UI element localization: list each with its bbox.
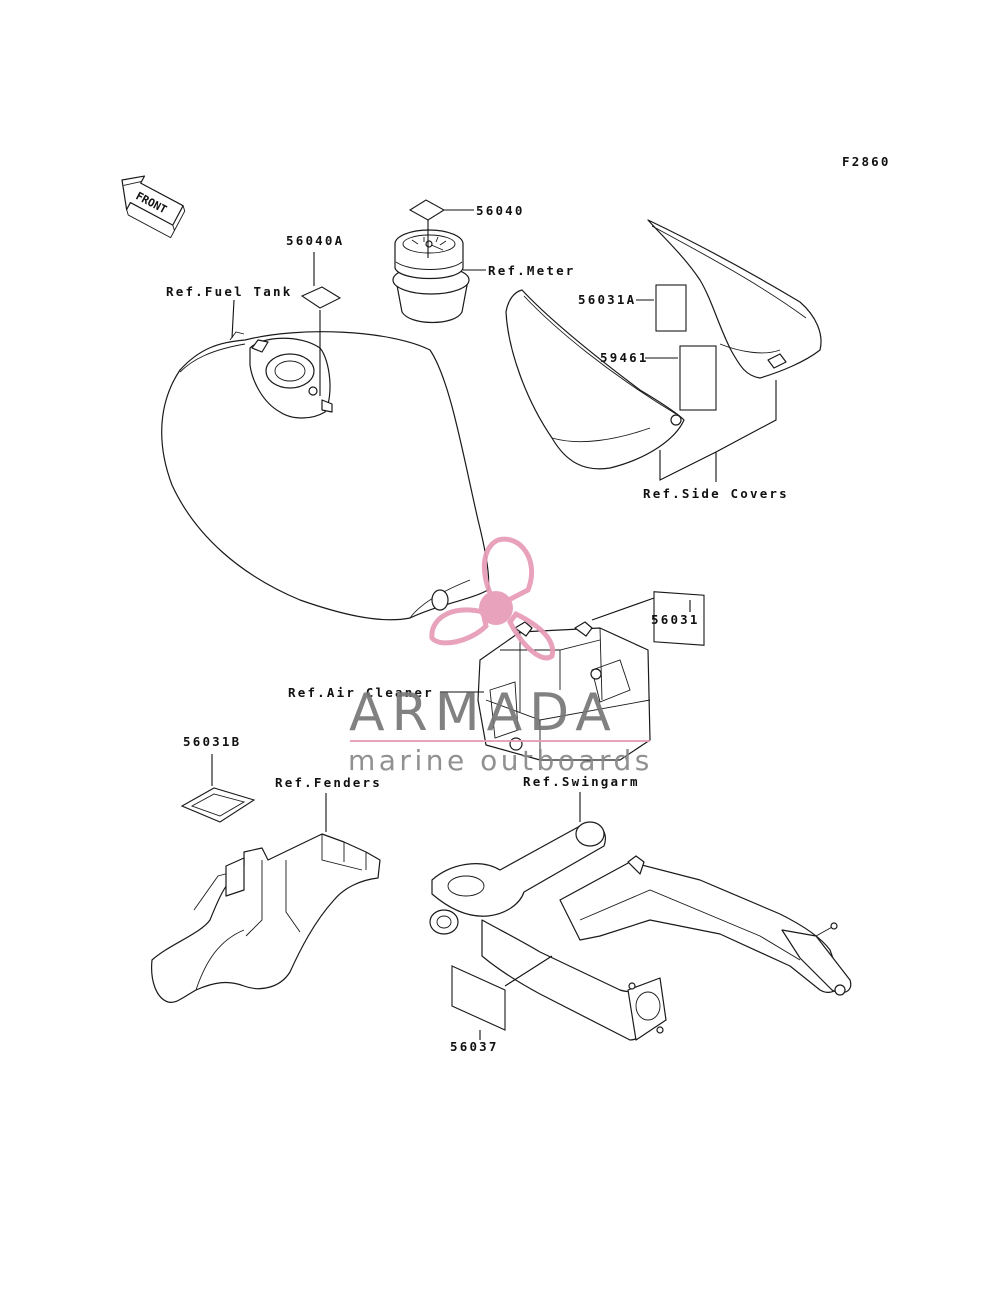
- ref-air-cleaner-label: Ref.Air Cleaner: [288, 685, 434, 700]
- fuel-tank: [161, 331, 490, 621]
- side-covers: [505, 219, 822, 470]
- front-arrow-icon: FRONT: [121, 175, 186, 239]
- ref-side-covers-label: Ref.Side Covers: [643, 486, 789, 501]
- part-56031-label: 56031: [651, 612, 700, 627]
- part-56040a-label: 56040A: [286, 233, 344, 248]
- figure-code: F2860: [842, 154, 891, 169]
- decal-56037: [451, 965, 506, 1031]
- watermark-brand: ARMADA: [349, 683, 618, 743]
- speedometer: [392, 229, 470, 323]
- ref-meter-label: Ref.Meter: [488, 263, 576, 278]
- decal-56031a: [655, 284, 687, 332]
- decal-56040: [408, 199, 446, 221]
- part-56040-label: 56040: [476, 203, 525, 218]
- ref-swingarm-label: Ref.Swingarm: [523, 774, 640, 789]
- part-56037-label: 56037: [450, 1039, 499, 1054]
- fender-assembly: [151, 833, 381, 1003]
- part-59461-label: 59461: [600, 350, 649, 365]
- ref-fuel-tank-label: Ref.Fuel Tank: [166, 284, 292, 299]
- watermark-tagline: marine outboards: [348, 744, 653, 777]
- propeller-logo-icon: [429, 536, 556, 661]
- part-56031b-label: 56031B: [183, 734, 241, 749]
- decal-56040a: [300, 286, 342, 309]
- ref-fenders-label: Ref.Fenders: [275, 775, 382, 790]
- air-cleaner-housing: [477, 621, 651, 761]
- decal-59461: [679, 345, 717, 411]
- part-56031a-label: 56031A: [578, 292, 636, 307]
- armada-watermark: ARMADA marine outboards: [348, 536, 653, 777]
- swingarm: [429, 821, 852, 1041]
- decal-56031: [653, 591, 705, 646]
- decal-56031b: [180, 787, 256, 823]
